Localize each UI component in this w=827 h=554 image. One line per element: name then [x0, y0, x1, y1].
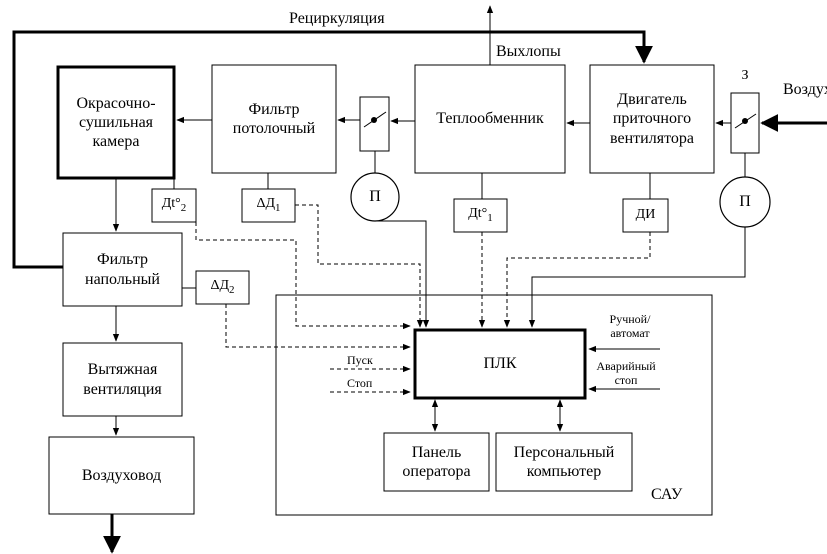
exhausts-label: Выхлопы [496, 43, 561, 60]
pc-box [495, 432, 633, 492]
operator-panel-label: Панель оператора [384, 433, 489, 491]
air-duct-label: Воздуховод [49, 437, 194, 514]
sensor-di-label: ДИ [623, 199, 668, 232]
sensor-dd1-sub: 1 [275, 201, 281, 214]
plc-label: ПЛК [415, 330, 585, 398]
sensor-di-main: ДИ [635, 207, 656, 223]
start-label: Пуск [347, 353, 373, 367]
motor-line2: приточного [612, 110, 692, 128]
manual-auto-label: Ручной/ автомат [600, 312, 660, 341]
manual-auto-line1: Ручной/ [609, 312, 651, 326]
motor-line1: Двигатель [617, 91, 687, 109]
motor-line3: вентилятора [610, 129, 694, 147]
filter-floor-box [62, 232, 183, 307]
sensor-dt2-label: Дt°2 [152, 189, 196, 222]
actuator-left-label: П [351, 173, 399, 221]
actuator-right-label: П [720, 177, 770, 227]
sensor-dd2-main: ΔД [210, 278, 230, 293]
sau-box [275, 294, 713, 516]
sensor-dd1-label: ΔД1 [242, 189, 295, 222]
operator-panel-line2: оператора [402, 463, 471, 480]
exhaust-vent-label: Вытяжная вентиляция [63, 343, 182, 416]
heat-exchanger-text: Теплообменник [436, 110, 544, 128]
filter-ceiling-line2: потолочный [232, 120, 316, 137]
sensor-di-box [622, 198, 669, 233]
emergency-stop-line1: Аварийный [596, 359, 656, 373]
sensor-dt1-main: Дt° [468, 206, 488, 221]
exhaust-vent-line1: Вытяжная [87, 361, 158, 379]
pc-line2: компьютер [526, 463, 602, 480]
valve-left [359, 96, 390, 152]
sau-label: САУ [651, 486, 683, 503]
air-label: Воздух [783, 81, 827, 98]
sensor-dt1-label: Дt°1 [454, 199, 507, 232]
operator-panel-line1: Панель [411, 443, 462, 461]
filter-ceiling-box [211, 64, 337, 174]
plc-text: ПЛК [483, 355, 517, 373]
sensor-dt2-sub: 2 [180, 201, 187, 214]
motor-box [589, 64, 715, 174]
emergency-stop-label: Аварийный стоп [592, 359, 660, 388]
sensor-dd2-sub: 2 [229, 283, 235, 296]
air-duct-box [48, 436, 195, 515]
sensor-dd1-main: ΔД [256, 196, 276, 211]
filter-floor-label: Фильтр напольный [63, 233, 182, 306]
plc-box [413, 328, 587, 400]
filter-floor-line1: Фильтр [96, 251, 149, 269]
sensor-dd2-label: ΔД2 [196, 271, 249, 304]
stop-label: Стоп [347, 376, 373, 390]
operator-panel-box [383, 432, 490, 492]
sensor-dt1-box [453, 198, 508, 233]
actuator-left-text: П [369, 188, 381, 206]
filter-floor-line2: напольный [85, 270, 160, 288]
exhaust-vent-box [62, 342, 183, 417]
sensor-dt2-main: Дt° [161, 196, 181, 211]
camera-label-line2: сушильная [78, 113, 154, 131]
heat-exchanger-label: Теплообменник [415, 65, 565, 173]
manual-auto-line2: автомат [610, 326, 650, 341]
camera-label-line1: Окрасочно- [76, 94, 156, 112]
valve-supply-label: З [741, 68, 749, 83]
recirculation-label: Рециркуляция [289, 10, 385, 27]
camera-label: Окрасочно- сушильная камера [58, 67, 174, 178]
motor-label: Двигатель приточного вентилятора [590, 65, 714, 173]
pc-label: Персональный компьютер [496, 433, 632, 491]
filter-ceiling-label: Фильтр потолочный [212, 65, 336, 173]
pc-line1: Персональный [513, 443, 615, 461]
emergency-stop-line2: стоп [614, 373, 638, 388]
exhaust-vent-line2: вентиляция [83, 380, 162, 398]
camera-label-line3: камера [92, 133, 140, 151]
sensor-dt1-sub: 1 [487, 211, 493, 224]
filter-ceiling-line1: Фильтр [248, 100, 300, 118]
actuator-right-text: П [739, 193, 751, 211]
air-duct-text: Воздуховод [81, 466, 162, 484]
